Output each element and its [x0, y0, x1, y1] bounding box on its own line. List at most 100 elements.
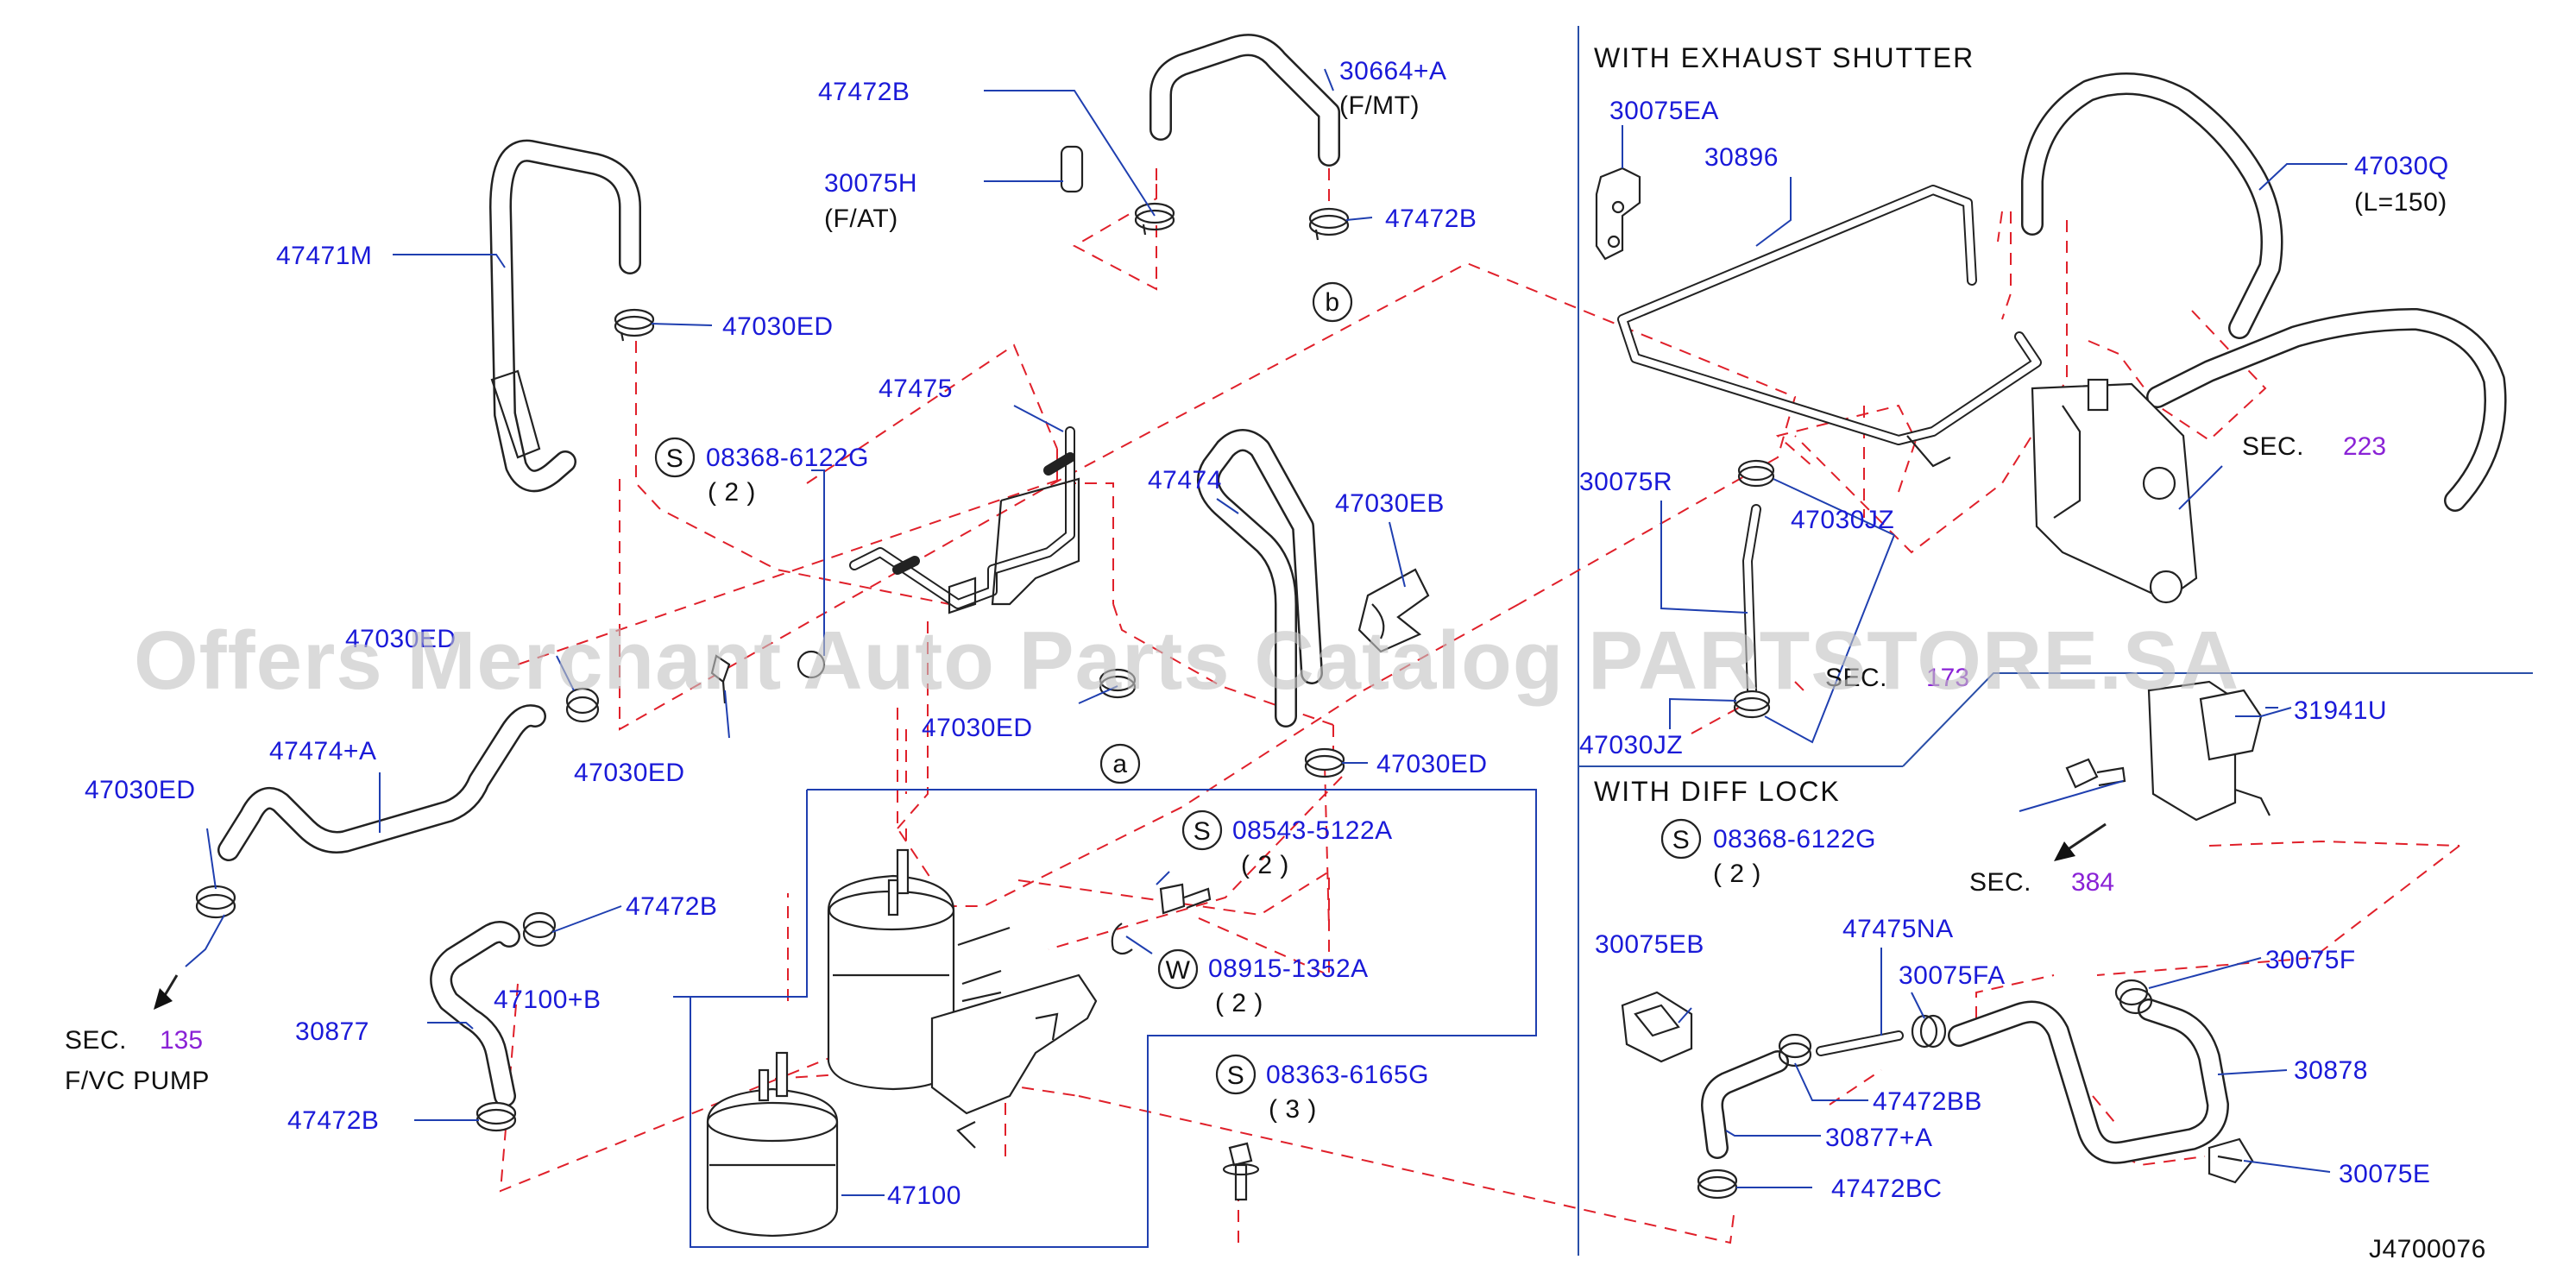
label-08363-6165G[interactable]: 08363-6165G: [1266, 1061, 1429, 1089]
clamp-47030ED-right: [1304, 747, 1345, 778]
hose-30664A: [1149, 34, 1340, 167]
label-47030JZ-upper[interactable]: 47030JZ: [1791, 506, 1894, 534]
label-47030ED-center[interactable]: 47030ED: [922, 714, 1033, 742]
label-30075F[interactable]: 30075F: [2265, 946, 2356, 974]
label-47100[interactable]: 47100: [887, 1181, 961, 1210]
pipe-30896: [1617, 185, 2042, 468]
label-47472BB[interactable]: 47472BB: [1873, 1087, 1982, 1116]
canister-box-outline: [673, 789, 1537, 1248]
section-references: SEC. 135 F/VC PUMP SEC. 223 SEC. 173 SEC…: [65, 432, 2386, 1095]
qty-08363: ( 3 ): [1269, 1095, 1317, 1124]
clamp-30075F: [2114, 979, 2153, 1015]
label-30878[interactable]: 30878: [2294, 1056, 2368, 1085]
hose-47474: [1197, 429, 1323, 728]
bolt-08543: [1159, 883, 1212, 915]
qty-08368-top: ( 2 ): [708, 478, 756, 507]
label-47472B-bottom[interactable]: 47472B: [287, 1106, 379, 1135]
note-f-at: (F/AT): [824, 205, 898, 233]
arrow-sec384: [2054, 822, 2107, 861]
label-30877[interactable]: 30877: [295, 1017, 369, 1046]
qty-08368-diff: ( 2 ): [1713, 860, 1761, 888]
actuator-sec223: [2031, 378, 2198, 604]
clamp-47472BC: [1697, 1168, 1738, 1200]
label-08543-5122A[interactable]: 08543-5122A: [1232, 816, 1393, 845]
sec-135-prefix: SEC.: [65, 1026, 127, 1055]
label-47030ED-mid[interactable]: 47030ED: [574, 759, 685, 787]
label-47471M[interactable]: 47471M: [276, 242, 372, 270]
hose-47474A: [217, 704, 546, 861]
hose-30877A: [1701, 1050, 1789, 1159]
label-30075EB[interactable]: 30075EB: [1595, 930, 1704, 959]
hose-30075R: [1733, 459, 1775, 719]
label-47474A[interactable]: 47474+A: [269, 737, 376, 765]
qty-08915: ( 2 ): [1215, 989, 1263, 1017]
clamps-left: [195, 202, 1350, 1132]
clamp-30075FA: [1911, 1014, 1947, 1049]
clamp-47030ED-upper: [614, 308, 655, 342]
arrow-sec135: [154, 974, 179, 1010]
label-47030JZ-lower[interactable]: 47030JZ: [1579, 731, 1683, 759]
label-47472BC[interactable]: 47472BC: [1831, 1175, 1943, 1203]
sec-223-link[interactable]: 223: [2343, 432, 2386, 461]
clip-30075EB: [1621, 991, 1693, 1063]
header-with-exhaust-shutter: WITH EXHAUST SHUTTER: [1594, 42, 1975, 73]
sec-384-prefix: SEC.: [1969, 868, 2031, 897]
label-47030ED-right[interactable]: 47030ED: [1376, 750, 1488, 778]
label-47030ED-left-obscured[interactable]: 47030ED: [345, 625, 457, 653]
label-47100B[interactable]: 47100+B: [494, 986, 601, 1014]
bolt-08368-left: [710, 650, 826, 704]
hose-47471M: [489, 139, 641, 493]
symbol-s-08363: S: [1227, 1061, 1245, 1090]
label-30075H[interactable]: 30075H: [824, 169, 917, 198]
label-30075FA[interactable]: 30075FA: [1899, 961, 2006, 990]
symbol-s-08368-top: S: [666, 444, 684, 473]
clamp-47472B-bottom: [476, 1101, 517, 1132]
label-08368-6122G-top[interactable]: 08368-6122G: [706, 444, 869, 472]
label-47030EB[interactable]: 47030EB: [1335, 489, 1445, 518]
label-47030ED-upper[interactable]: 47030ED: [722, 312, 834, 341]
label-47474[interactable]: 47474: [1148, 466, 1222, 494]
clip-30075EA: [1595, 167, 1641, 261]
fitting-30075H: [1060, 145, 1084, 193]
symbol-s-08368-diff: S: [1672, 826, 1691, 854]
label-31941U[interactable]: 31941U: [2294, 696, 2387, 725]
section-dividers: [1578, 26, 2533, 1256]
label-47472B-mid[interactable]: 47472B: [626, 892, 717, 921]
clip-30075E: [2208, 1137, 2254, 1184]
watermark-text: Offers Merchant Auto Parts Catalog PARTS…: [134, 614, 2239, 707]
label-47472B-top[interactable]: 47472B: [818, 78, 910, 106]
clamp-47472B-mid: [522, 911, 557, 948]
label-47475[interactable]: 47475: [879, 375, 953, 403]
sec-173-prefix: SEC.: [1825, 664, 1887, 692]
label-30664A[interactable]: 30664+A: [1339, 57, 1446, 85]
label-08368-6122G-diff[interactable]: 08368-6122G: [1713, 825, 1876, 854]
label-30075E[interactable]: 30075E: [2339, 1160, 2430, 1188]
clamp-47472B-right: [1308, 207, 1350, 241]
sec-384-link[interactable]: 384: [2071, 868, 2114, 897]
sec-135-note: F/VC PUMP: [65, 1067, 210, 1095]
pipe-47475: [849, 426, 1080, 614]
label-47475NA[interactable]: 47475NA: [1842, 915, 1954, 943]
clip-47030EB: [1357, 568, 1430, 653]
label-30896[interactable]: 30896: [1704, 143, 1779, 172]
bolt-08363: [1222, 1142, 1260, 1201]
label-47030ED-left[interactable]: 47030ED: [85, 776, 196, 804]
symbol-s-08543: S: [1194, 817, 1212, 846]
clamp-47030ED-left-obscured: [565, 687, 600, 723]
label-30075EA[interactable]: 30075EA: [1609, 97, 1719, 125]
clamp-47472BB: [1778, 1033, 1812, 1068]
label-47030Q[interactable]: 47030Q: [2354, 152, 2449, 180]
callout-symbols: S S W S S a b: [654, 281, 1702, 1095]
drawing-number: J4700076: [2369, 1235, 2486, 1263]
label-08915-1352A[interactable]: 08915-1352A: [1208, 954, 1369, 983]
hose-30877: [430, 921, 520, 1107]
clamp-47472B-top: [1134, 202, 1175, 236]
label-30075R[interactable]: 30075R: [1579, 468, 1672, 496]
sec-173-link[interactable]: 173: [1926, 664, 1969, 692]
label-30877A[interactable]: 30877+A: [1825, 1124, 1932, 1152]
pipe-47475NA: [1816, 1030, 1904, 1056]
leader-lines: [185, 68, 2347, 1196]
label-47472B-right[interactable]: 47472B: [1385, 205, 1477, 233]
sec-135-link[interactable]: 135: [160, 1026, 203, 1055]
